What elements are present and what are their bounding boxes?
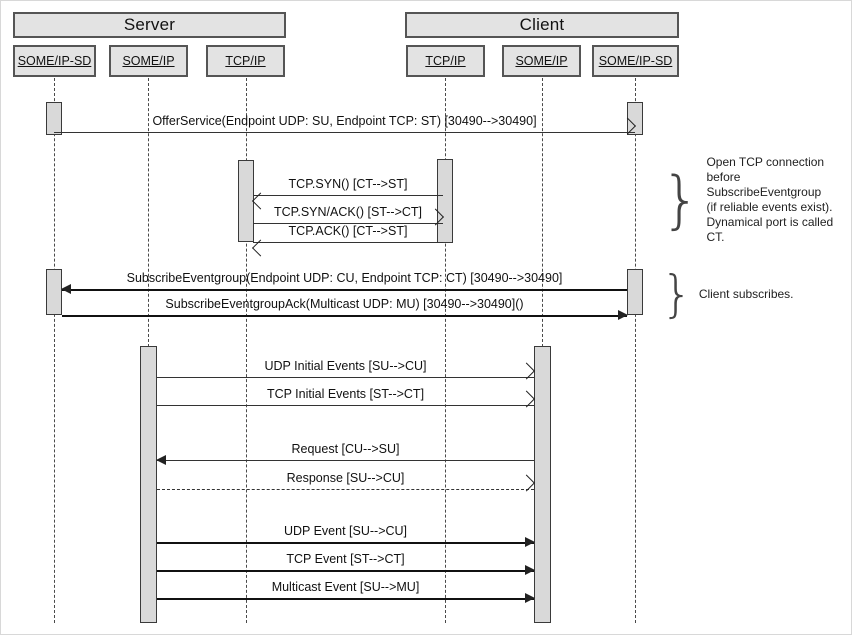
message-line: [62, 315, 627, 317]
participant-label: SOME/IP: [122, 54, 175, 68]
message-line: [157, 489, 534, 490]
participant-server-tcpip[interactable]: TCP/IP: [206, 45, 285, 77]
message-line: [62, 289, 627, 291]
group-header-client-label: Client: [519, 15, 565, 34]
message-line: [157, 460, 534, 461]
message-line: [157, 598, 534, 600]
message-label: TCP.SYN/ACK() [ST-->CT]: [273, 205, 423, 219]
lifeline-client-someip-sd: [635, 78, 636, 623]
message-line: [157, 542, 534, 544]
message-label: SubscribeEventgroup(Endpoint UDP: CU, En…: [126, 271, 563, 285]
group-header-server-label: Server: [123, 15, 176, 34]
arrowhead-right-icon: [525, 593, 535, 603]
arrowhead-right-icon: [525, 565, 535, 575]
brace-icon: }: [661, 163, 701, 237]
arrowhead-left-icon: [61, 284, 71, 294]
message-label: Response [SU-->CU]: [286, 471, 405, 485]
participant-label: SOME/IP-SD: [17, 54, 92, 68]
note-client-subscribes: } Client subscribes.: [661, 265, 851, 323]
message-line: [157, 377, 534, 378]
message-line: [253, 223, 443, 224]
lifeline-client-tcpip: [445, 78, 446, 623]
message-line: [253, 242, 443, 243]
message-line: [54, 132, 635, 133]
brace-icon: }: [661, 265, 693, 323]
message-label: Request [CU-->SU]: [291, 442, 400, 456]
participant-label: TCP/IP: [225, 54, 266, 68]
lifeline-server-tcpip: [246, 78, 247, 623]
participant-client-someip-sd[interactable]: SOME/IP-SD: [592, 45, 679, 77]
message-label: TCP Initial Events [ST-->CT]: [266, 387, 425, 401]
message-label: UDP Initial Events [SU-->CU]: [264, 359, 427, 373]
group-header-client: Client: [405, 12, 679, 38]
activation-server-tcpip-handshake: [238, 160, 254, 242]
message-label: SubscribeEventgroupAck(Multicast UDP: MU…: [165, 297, 524, 311]
participant-client-tcpip[interactable]: TCP/IP: [406, 45, 485, 77]
message-line: [157, 405, 534, 406]
message-label: OfferService(Endpoint UDP: SU, Endpoint …: [152, 114, 537, 128]
activation-client-tcpip-handshake: [437, 159, 453, 243]
note-open-tcp-connection: } Open TCP connection before SubscribeEv…: [661, 155, 851, 244]
participant-server-someip[interactable]: SOME/IP: [109, 45, 188, 77]
participant-label: SOME/IP: [515, 54, 568, 68]
participant-client-someip[interactable]: SOME/IP: [502, 45, 581, 77]
message-label: TCP.ACK() [CT-->ST]: [288, 224, 408, 238]
message-line: [157, 570, 534, 572]
message-label: UDP Event [SU-->CU]: [283, 524, 408, 538]
note-text: Client subscribes.: [698, 286, 794, 301]
message-label: TCP Event [ST-->CT]: [286, 552, 405, 566]
activation-client-someip-events: [534, 346, 551, 623]
participant-label: TCP/IP: [425, 54, 466, 68]
note-text: Open TCP connection before SubscribeEven…: [706, 155, 834, 244]
group-header-server: Server: [13, 12, 286, 38]
activation-client-someip-sd-offer: [627, 102, 643, 135]
activation-server-someip-sd-subscribe: [46, 269, 62, 315]
message-line: [253, 195, 443, 196]
participant-server-someip-sd[interactable]: SOME/IP-SD: [13, 45, 96, 77]
activation-client-someip-sd-subscribe: [627, 269, 643, 315]
lifeline-server-someip-sd: [54, 78, 55, 623]
arrowhead-left-icon: [156, 455, 166, 465]
activation-server-someip-sd-offer: [46, 102, 62, 135]
participant-label: SOME/IP-SD: [598, 54, 673, 68]
activation-server-someip-events: [140, 346, 157, 623]
arrowhead-right-icon: [618, 310, 628, 320]
message-label: TCP.SYN() [CT-->ST]: [288, 177, 408, 191]
message-label: Multicast Event [SU-->MU]: [271, 580, 420, 594]
arrowhead-right-icon: [525, 537, 535, 547]
